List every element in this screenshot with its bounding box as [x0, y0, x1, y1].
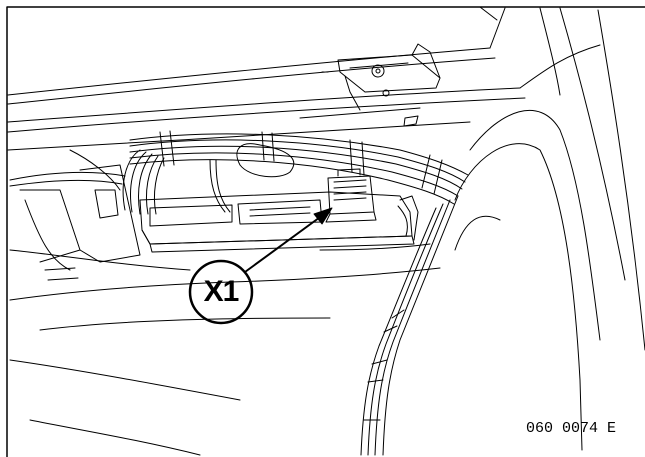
dashboard-rail	[7, 6, 601, 151]
figure-reference-code: 060 0074 E	[526, 420, 617, 437]
callout-circle	[188, 259, 254, 325]
callout-label: X1	[203, 275, 240, 308]
figure-border	[6, 6, 645, 457]
leader-arrowhead	[313, 207, 333, 225]
leader-line	[244, 211, 328, 273]
wiring-harness	[129, 130, 469, 456]
lower-dash	[9, 164, 441, 456]
pillar-trim	[454, 7, 645, 451]
left-wires	[9, 143, 295, 215]
callout-x1	[188, 207, 333, 325]
control-module	[139, 191, 419, 253]
mounting-bracket	[321, 43, 441, 127]
connector-x1	[325, 168, 377, 223]
